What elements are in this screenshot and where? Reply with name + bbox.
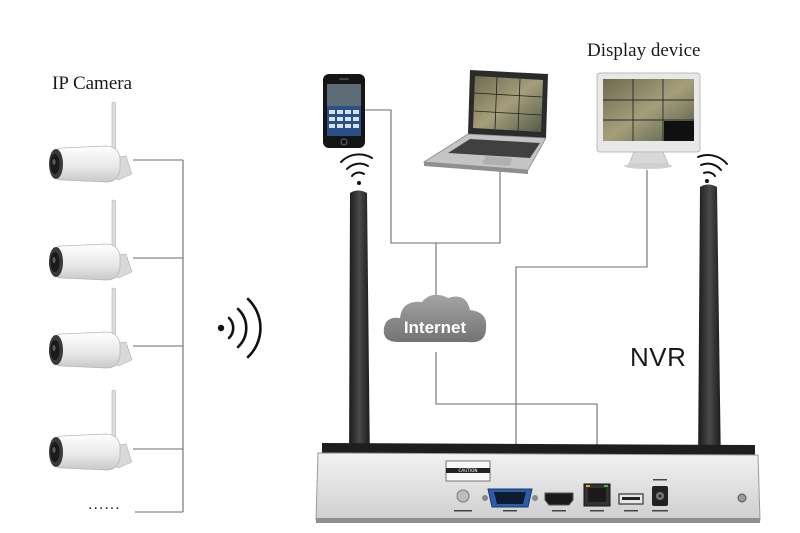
ip-camera-2 bbox=[48, 199, 133, 281]
ground-screw bbox=[737, 493, 747, 503]
nvr-antenna-left bbox=[344, 190, 374, 480]
ip-camera-1 bbox=[48, 101, 133, 183]
nvr-label: NVR bbox=[630, 342, 687, 372]
ip-camera-3 bbox=[48, 287, 133, 369]
smartphone bbox=[323, 74, 365, 148]
laptop bbox=[422, 70, 548, 174]
usb-port-icon bbox=[618, 493, 644, 505]
caution-sticker: CAUTION bbox=[445, 460, 491, 482]
display-device-label: Display device bbox=[587, 40, 701, 61]
internet-cloud: Internet bbox=[383, 294, 487, 343]
nvr-antenna-right bbox=[695, 184, 726, 480]
lan-port-icon bbox=[583, 483, 611, 507]
vga-port-icon bbox=[482, 488, 538, 508]
wifi-signal-icon bbox=[217, 297, 262, 359]
hdmi-port-icon bbox=[544, 492, 574, 506]
display-monitor bbox=[596, 72, 701, 169]
power-port-icon bbox=[652, 486, 668, 506]
ip-camera-4 bbox=[48, 389, 133, 471]
more-cameras-ellipsis: ...... bbox=[88, 496, 121, 513]
audio-port bbox=[456, 489, 470, 503]
caution-text: CAUTION bbox=[458, 468, 477, 473]
internet-label: Internet bbox=[404, 318, 467, 337]
ip-camera-label: IP Camera bbox=[52, 73, 133, 94]
nvr-recorder: CAUTION bbox=[315, 443, 761, 523]
wifi-signal-icon bbox=[697, 154, 728, 183]
wifi-signal-icon bbox=[340, 153, 373, 185]
connection-lines bbox=[133, 109, 648, 513]
